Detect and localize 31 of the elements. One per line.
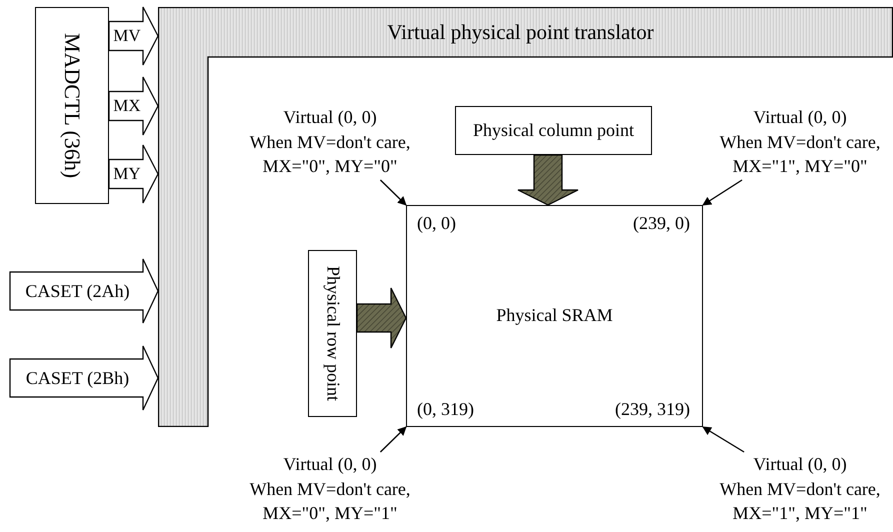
node-label: MADCTL (36h) (60, 32, 84, 178)
annotation-line: Virtual (0, 0) (752, 453, 848, 476)
annotation-line: When MV=don't care, (718, 130, 882, 154)
annotation-line: When MV=don't care, (718, 478, 882, 500)
block-arrow (356, 287, 407, 349)
annotation-line: MX="1", MY="0" (732, 155, 868, 178)
annotation-line: MX="1", MY="1" (732, 502, 868, 525)
leader-arrow (380, 180, 407, 206)
leader-arrow (702, 426, 744, 453)
coordinate-label: (239, 319) (615, 398, 690, 420)
block-arrow (517, 154, 579, 206)
annotation-line: Virtual (0, 0) (282, 453, 378, 476)
node-label: Physical row point (322, 266, 342, 401)
node-label: Physical column point (473, 120, 634, 140)
process-box (455, 106, 652, 155)
leader-arrow (380, 426, 407, 452)
leader-arrow (702, 179, 742, 206)
annotation-line: MX="0", MY="0" (262, 155, 398, 178)
annotation-line: When MV=don't care, (248, 478, 412, 500)
annotation-line: Virtual (0, 0) (752, 106, 848, 129)
band-title: Virtual physical point translator (386, 20, 655, 44)
coordinate-label: (239, 0) (633, 212, 690, 234)
register-box (35, 7, 109, 204)
process-box (308, 250, 357, 417)
coordinate-label: (0, 0) (417, 212, 456, 234)
annotation-line: Virtual (0, 0) (282, 106, 378, 129)
memory-box (406, 205, 703, 427)
annotation-line: MX="0", MY="1" (262, 502, 398, 525)
coordinate-label: (0, 319) (417, 398, 474, 420)
node-label: Physical SRAM (495, 304, 614, 326)
annotation-line: When MV=don't care, (248, 130, 412, 154)
